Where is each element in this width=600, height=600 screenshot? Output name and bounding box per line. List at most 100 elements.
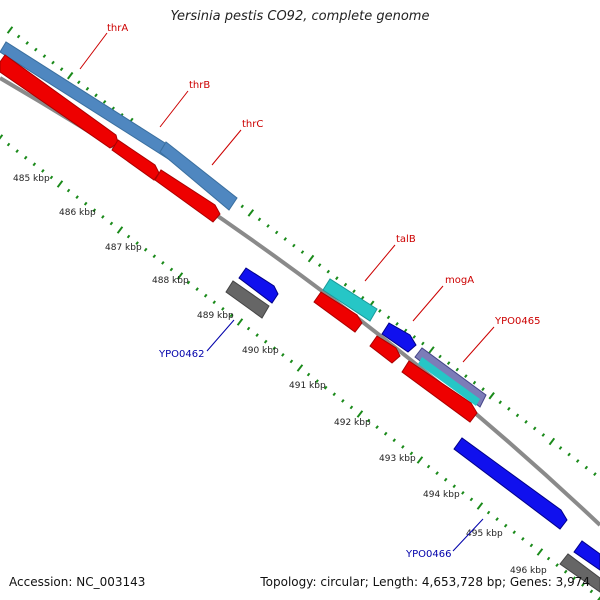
accession-text: Accession: NC_003143 <box>9 575 146 589</box>
gene-label-mogA[interactable]: mogA <box>445 275 474 286</box>
inner-major-tick <box>476 502 484 510</box>
outer-minor-tick <box>34 47 38 52</box>
inner-minor-tick <box>41 168 45 173</box>
inner-minor-tick <box>563 569 568 574</box>
gene-label-YPO0465[interactable]: YPO0465 <box>494 316 540 327</box>
gene-blue-488[interactable] <box>238 267 279 304</box>
outer-minor-tick <box>102 99 107 104</box>
gene-features <box>0 41 600 593</box>
gene-YPO0466[interactable] <box>453 437 568 530</box>
inner-minor-tick <box>306 372 311 377</box>
label-leaders <box>79 32 495 552</box>
outer-minor-tick <box>472 380 477 385</box>
outer-minor-tick <box>77 80 81 85</box>
inner-minor-tick <box>6 142 11 147</box>
inner-minor-tick <box>169 267 174 272</box>
inner-minor-tick <box>212 300 216 305</box>
gene-label-YPO0462[interactable]: YPO0462 <box>158 349 204 360</box>
gene-talB[interactable] <box>322 278 378 322</box>
gene-label-thrA[interactable]: thrA <box>107 23 128 34</box>
inner-minor-tick <box>461 490 465 495</box>
inner-major-tick <box>536 548 544 556</box>
gene-talB-red[interactable] <box>313 291 363 333</box>
inner-minor-tick <box>435 471 439 476</box>
outer-minor-tick <box>584 465 589 470</box>
inner-major-tick <box>296 364 304 372</box>
gene-red-long[interactable] <box>401 360 478 423</box>
inner-minor-tick <box>409 451 414 456</box>
outer-minor-tick <box>498 400 503 405</box>
inner-minor-tick <box>546 556 551 561</box>
inner-major-tick <box>356 410 364 418</box>
gene-label-thrC[interactable]: thrC <box>242 119 263 130</box>
inner-major-tick <box>116 226 124 234</box>
ruler-label: 494 kbp <box>423 490 460 500</box>
inner-minor-tick <box>383 431 388 436</box>
outer-minor-tick <box>421 341 425 346</box>
outer-minor-tick <box>395 322 399 326</box>
outer-minor-tick <box>25 41 29 45</box>
gene-mogA-red[interactable] <box>369 335 401 364</box>
inner-minor-tick <box>315 379 319 384</box>
inner-minor-tick <box>126 234 131 239</box>
outer-minor-tick <box>283 237 288 241</box>
gene-label-talB[interactable]: talB <box>396 234 416 245</box>
inner-minor-tick <box>555 563 559 568</box>
gene-mogA[interactable] <box>381 322 417 353</box>
gene-gray-bottom[interactable] <box>559 553 600 593</box>
inner-major-tick <box>416 456 424 464</box>
leader-mogA <box>412 285 444 322</box>
inner-minor-tick <box>401 444 405 449</box>
ruler-labels: 485 kbp 486 kbp 487 kbp 488 kbp 489 kbp … <box>13 174 547 576</box>
outer-minor-tick <box>515 413 520 418</box>
outer-minor-tick <box>593 472 597 477</box>
gene-label-YPO0466[interactable]: YPO0466 <box>405 549 451 560</box>
outer-tick-track <box>6 26 597 477</box>
outer-minor-tick <box>558 446 563 450</box>
ruler-label: 488 kbp <box>152 276 189 286</box>
outer-major-tick <box>548 437 556 446</box>
gene-thrC-steel[interactable] <box>159 141 238 211</box>
outer-minor-tick <box>386 315 391 320</box>
outer-major-tick <box>428 346 435 354</box>
outer-minor-tick <box>300 250 305 254</box>
inner-minor-tick <box>572 576 576 581</box>
leader-talB <box>364 244 396 282</box>
inner-minor-tick <box>92 208 97 213</box>
ruler-label: 492 kbp <box>334 418 371 428</box>
leader-YPO0462 <box>206 319 235 352</box>
ruler-label: 495 kbp <box>466 529 503 539</box>
gene-label-thrB[interactable]: thrB <box>189 80 210 91</box>
outer-minor-tick <box>403 328 408 333</box>
inner-minor-tick <box>32 162 37 167</box>
inner-minor-tick <box>75 195 79 200</box>
inner-major-tick <box>236 318 244 326</box>
inner-minor-tick <box>161 260 165 265</box>
inner-minor-tick <box>281 352 285 357</box>
inner-minor-tick <box>589 589 594 594</box>
outer-minor-tick <box>42 54 47 59</box>
inner-minor-tick <box>375 425 379 430</box>
gene-YPO0465-cyan[interactable] <box>418 357 480 406</box>
leader-YPO0466 <box>452 518 484 552</box>
outer-minor-tick <box>16 34 21 39</box>
inner-minor-tick <box>392 438 396 443</box>
gene-YPO0462[interactable] <box>225 280 270 319</box>
ruler-label: 490 kbp <box>242 346 279 356</box>
outer-minor-tick <box>532 426 537 431</box>
gene-thrA[interactable] <box>0 41 177 161</box>
inner-minor-tick <box>23 155 28 160</box>
inner-minor-tick <box>229 313 234 318</box>
inner-minor-tick <box>221 306 225 311</box>
inner-minor-tick <box>255 333 259 338</box>
outer-minor-tick <box>59 67 64 72</box>
inner-minor-tick <box>469 497 474 502</box>
inner-minor-tick <box>152 254 157 259</box>
inner-minor-tick <box>272 346 276 351</box>
map-title: Yersinia pestis CO92, complete genome <box>170 9 430 24</box>
outer-minor-tick <box>455 367 460 372</box>
gene-blue-bottom[interactable] <box>573 540 600 571</box>
gene-thrC-red[interactable] <box>154 169 221 223</box>
gene-thrB-red[interactable] <box>111 139 160 181</box>
leader-thrB <box>159 90 189 128</box>
